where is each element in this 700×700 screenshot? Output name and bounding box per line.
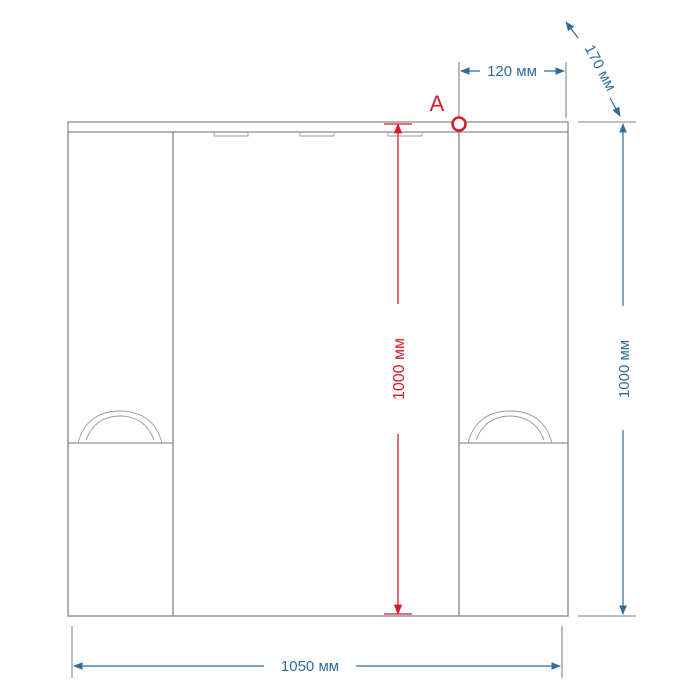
width-dimension: 1050 мм bbox=[73, 658, 561, 675]
point-a-label: A bbox=[430, 91, 445, 116]
cabinet-outline bbox=[67, 121, 569, 617]
right-handle bbox=[467, 410, 553, 444]
center-mirror bbox=[172, 131, 460, 617]
depth-label: 170 мм bbox=[581, 42, 619, 94]
height-center-label: 1000 мм bbox=[391, 338, 408, 400]
height-dimension-center: 1000 мм bbox=[384, 122, 412, 616]
offset-dimension: 120 мм bbox=[460, 63, 565, 80]
lamp-3 bbox=[387, 132, 423, 137]
lamp-1 bbox=[213, 132, 249, 137]
height-right-label: 1000 мм bbox=[616, 340, 633, 398]
lamp-2 bbox=[299, 132, 335, 137]
height-dimension-right: 1000 мм bbox=[616, 123, 633, 615]
left-handle bbox=[77, 410, 163, 444]
cabinet bbox=[67, 121, 569, 617]
point-a: A bbox=[430, 91, 467, 132]
offset-label: 120 мм bbox=[487, 63, 537, 80]
extension-lines bbox=[71, 62, 636, 678]
depth-dimension: 170 мм bbox=[565, 21, 621, 117]
right-cabinet bbox=[458, 131, 569, 617]
width-label: 1050 мм bbox=[281, 658, 339, 675]
left-cabinet bbox=[67, 131, 174, 617]
point-a-marker bbox=[451, 116, 467, 132]
